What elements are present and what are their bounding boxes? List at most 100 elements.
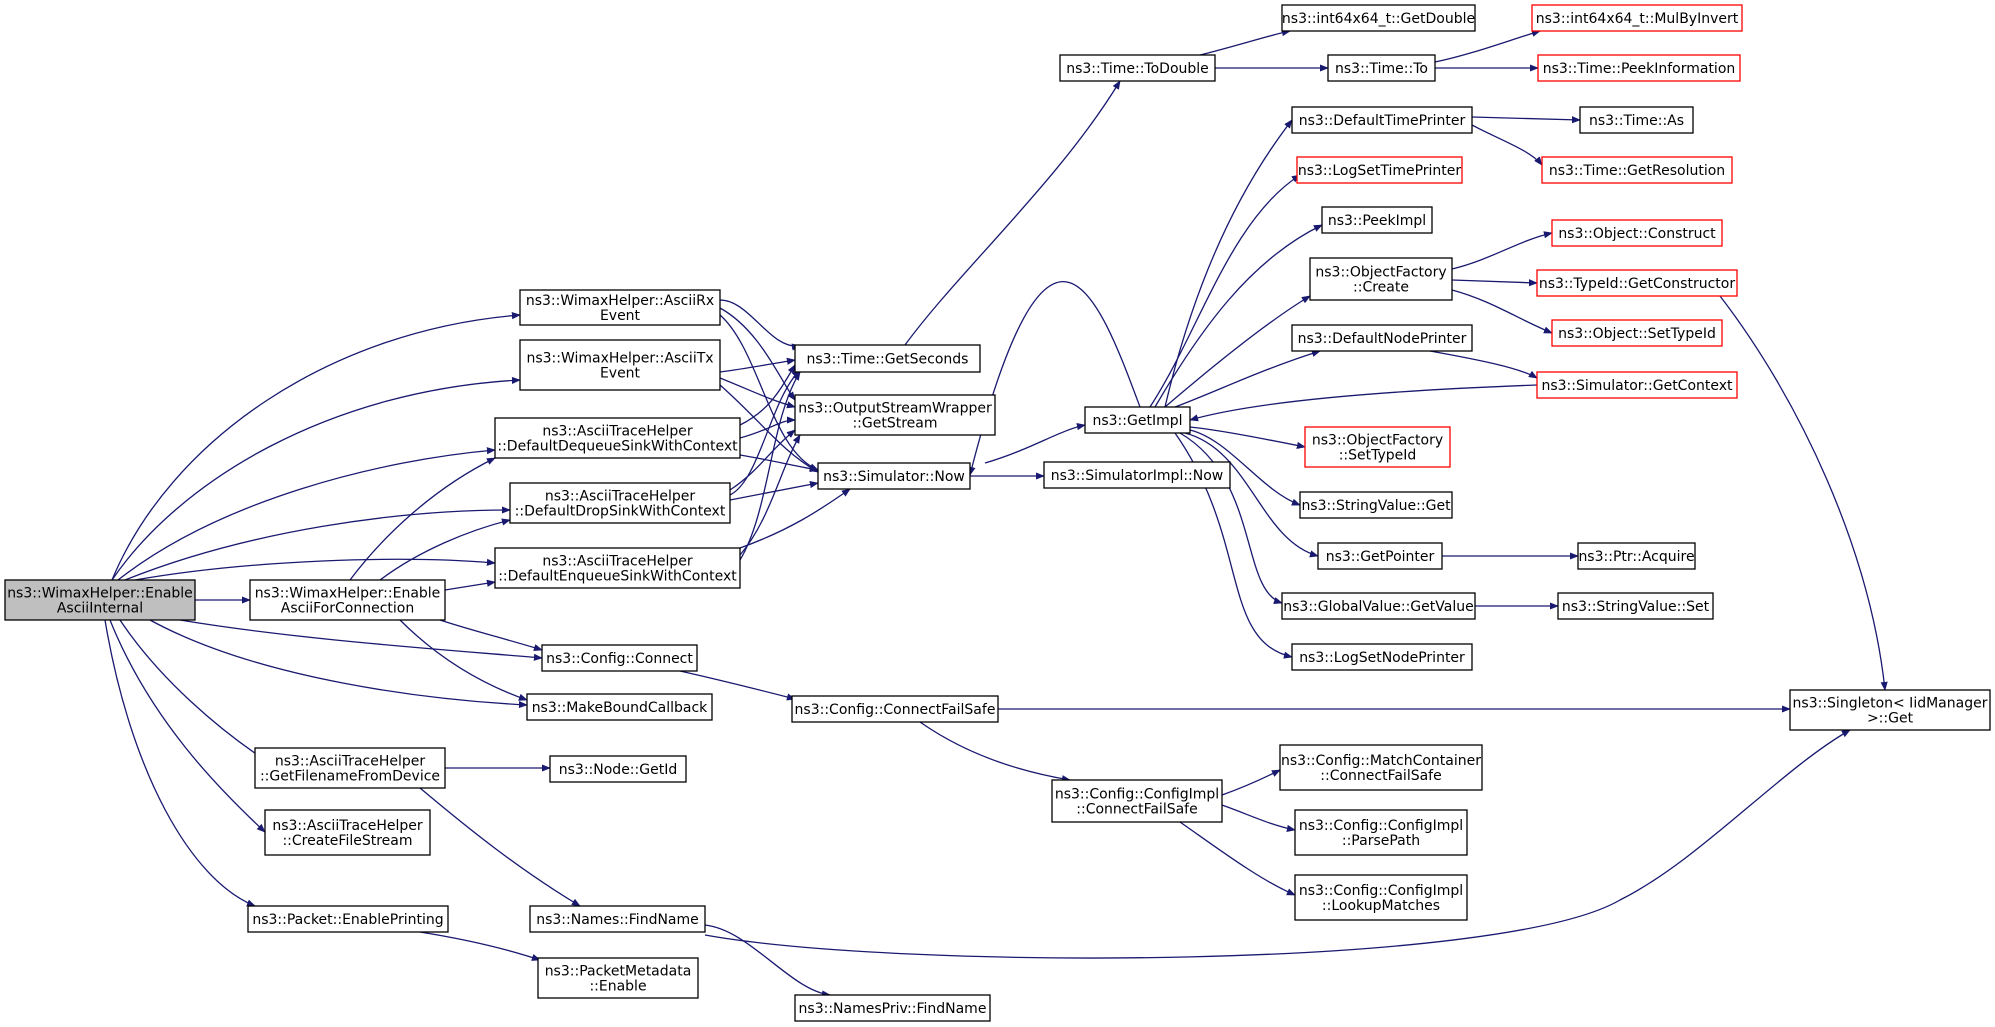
node-connectfs[interactable]: ns3::Config::ConnectFailSafe bbox=[791, 695, 999, 723]
node-box bbox=[1541, 156, 1733, 184]
call-edge bbox=[729, 481, 819, 501]
node-matchcfs[interactable]: ns3::Config::MatchContainer::ConnectFail… bbox=[1279, 744, 1483, 791]
node-enqueue[interactable]: ns3::AsciiTraceHelper::DefaultEnqueueSin… bbox=[494, 547, 741, 589]
node-simgetctx[interactable]: ns3::Simulator::GetContext bbox=[1536, 371, 1738, 399]
node-box bbox=[494, 417, 741, 459]
node-box bbox=[1051, 779, 1223, 823]
node-logsettime[interactable]: ns3::LogSetTimePrinter bbox=[1296, 156, 1463, 184]
node-globalget[interactable]: ns3::GlobalValue::GetValue bbox=[1281, 592, 1476, 620]
call-edge bbox=[1451, 231, 1553, 270]
node-label: ::Enable bbox=[589, 979, 646, 995]
node-simnow[interactable]: ns3::Simulator::Now bbox=[817, 462, 971, 490]
node-peekimpl[interactable]: ns3::PeekImpl bbox=[1321, 206, 1433, 234]
node-label: Event bbox=[600, 366, 641, 382]
node-getid[interactable]: ns3::Node::GetId bbox=[549, 755, 687, 783]
node-label: ns3::Config::ConnectFailSafe bbox=[795, 702, 996, 718]
node-singleton[interactable]: ns3::Singleton< IidManager >::Get bbox=[1789, 689, 1991, 731]
node-mulbyinv[interactable]: ns3::int64x64_t::MulByInvert bbox=[1531, 4, 1743, 32]
call-edge bbox=[719, 377, 796, 409]
call-edge bbox=[704, 924, 831, 998]
node-box bbox=[1299, 491, 1453, 519]
node-box bbox=[1579, 106, 1694, 134]
node-findname[interactable]: ns3::Names::FindName bbox=[529, 905, 706, 933]
node-objsettype[interactable]: ns3::Object::SetTypeId bbox=[1551, 319, 1723, 347]
node-defnodeprint[interactable]: ns3::DefaultNodePrinter bbox=[1291, 324, 1473, 352]
node-simimplnow[interactable]: ns3::SimulatorImpl::Now bbox=[1043, 461, 1231, 489]
node-label: ns3::Node::GetId bbox=[559, 762, 677, 778]
node-label: ns3::Config::Connect bbox=[546, 651, 693, 667]
node-label: ns3::int64x64_t::GetDouble bbox=[1282, 11, 1475, 27]
node-peekinfo[interactable]: ns3::Time::PeekInformation bbox=[1537, 54, 1741, 82]
node-parsepath[interactable]: ns3::Config::ConfigImpl::ParsePath bbox=[1294, 809, 1468, 856]
node-label: ::SetTypeId bbox=[1339, 448, 1417, 464]
call-edge bbox=[739, 488, 851, 549]
node-box bbox=[537, 957, 699, 999]
node-lookup[interactable]: ns3::Config::ConfigImpl::LookupMatches bbox=[1294, 874, 1468, 921]
node-getpointer[interactable]: ns3::GetPointer bbox=[1317, 542, 1443, 570]
node-connect[interactable]: ns3::Config::Connect bbox=[541, 644, 698, 672]
node-strvalset[interactable]: ns3::StringValue::Set bbox=[1557, 592, 1714, 620]
call-edge bbox=[1199, 29, 1291, 56]
node-label: ns3::GetImpl bbox=[1092, 413, 1182, 429]
call-edge bbox=[739, 454, 819, 473]
node-label: ::GetStream bbox=[852, 416, 937, 432]
node-label: ::DefaultEnqueueSinkWithContext bbox=[498, 569, 737, 585]
node-getfilename[interactable]: ns3::AsciiTraceHelper::GetFilenameFromDe… bbox=[254, 747, 446, 789]
node-label: ns3::ObjectFactory bbox=[1312, 433, 1443, 449]
node-getres[interactable]: ns3::Time::GetResolution bbox=[1541, 156, 1733, 184]
node-box bbox=[794, 344, 981, 373]
node-label: ns3::AsciiTraceHelper bbox=[275, 754, 426, 770]
node-box bbox=[1577, 542, 1696, 570]
node-getimpl[interactable]: ns3::GetImpl bbox=[1084, 406, 1191, 434]
call-edge bbox=[719, 384, 819, 473]
node-label: ns3::ObjectFactory bbox=[1315, 265, 1446, 281]
node-enableprint[interactable]: ns3::Packet::EnablePrinting bbox=[247, 905, 449, 933]
node-timeto[interactable]: ns3::Time::To bbox=[1327, 54, 1436, 82]
node-cfgimplcfs[interactable]: ns3::Config::ConfigImpl::ConnectFailSafe bbox=[1051, 779, 1223, 823]
node-label: ns3::StringValue::Get bbox=[1301, 498, 1451, 514]
call-edge bbox=[1434, 29, 1541, 63]
call-edge bbox=[739, 364, 796, 426]
node-privfind[interactable]: ns3::NamesPriv::FindName bbox=[794, 994, 991, 1022]
node-objfactcreate[interactable]: ns3::ObjectFactory::Create bbox=[1309, 257, 1453, 301]
node-label: ::LookupMatches bbox=[1322, 898, 1440, 914]
node-objfactsettype[interactable]: ns3::ObjectFactory::SetTypeId bbox=[1304, 426, 1451, 468]
node-createfile[interactable]: ns3::AsciiTraceHelper::CreateFileStream bbox=[264, 809, 431, 856]
node-timeas[interactable]: ns3::Time::As bbox=[1579, 106, 1694, 134]
node-strvalget[interactable]: ns3::StringValue::Get bbox=[1299, 491, 1453, 519]
node-label: ::ConnectFailSafe bbox=[1076, 802, 1197, 818]
node-getdouble[interactable]: ns3::int64x64_t::GetDouble bbox=[1281, 4, 1476, 32]
node-getstream[interactable]: ns3::OutputStreamWrapper::GetStream bbox=[794, 394, 996, 436]
node-pmenable[interactable]: ns3::PacketMetadata::Enable bbox=[537, 957, 699, 999]
node-typeidgetctor[interactable]: ns3::TypeId::GetConstructor bbox=[1536, 269, 1738, 297]
node-box bbox=[1291, 324, 1473, 352]
node-box bbox=[1551, 219, 1723, 247]
node-deftimeprint[interactable]: ns3::DefaultTimePrinter bbox=[1291, 106, 1473, 134]
call-edge bbox=[1149, 174, 1301, 408]
node-enableconn[interactable]: ns3::WimaxHelper::EnableAsciiForConnecti… bbox=[249, 579, 446, 621]
node-todouble[interactable]: ns3::Time::ToDouble bbox=[1059, 54, 1216, 82]
node-label: ns3::Object::Construct bbox=[1558, 226, 1716, 242]
node-label: ::ParsePath bbox=[1342, 833, 1420, 849]
node-box bbox=[1084, 406, 1191, 434]
call-edge bbox=[1221, 804, 1296, 832]
node-label: ns3::Simulator::Now bbox=[823, 469, 965, 485]
node-dequeue[interactable]: ns3::AsciiTraceHelper::DefaultDequeueSin… bbox=[494, 417, 741, 459]
node-box bbox=[541, 644, 698, 672]
node-box bbox=[1317, 542, 1443, 570]
node-ptracquire[interactable]: ns3::Ptr::Acquire bbox=[1577, 542, 1696, 570]
node-label: ::DefaultDropSinkWithContext bbox=[515, 504, 726, 520]
node-label: ns3::Ptr::Acquire bbox=[1578, 549, 1694, 565]
node-getseconds[interactable]: ns3::Time::GetSeconds bbox=[794, 344, 981, 373]
node-label: ::Create bbox=[1353, 280, 1409, 296]
node-logsetnode[interactable]: ns3::LogSetNodePrinter bbox=[1291, 643, 1473, 671]
call-edge bbox=[379, 518, 511, 581]
node-makebound[interactable]: ns3::MakeBoundCallback bbox=[526, 693, 713, 721]
call-edge bbox=[904, 80, 1121, 346]
node-objconstruct[interactable]: ns3::Object::Construct bbox=[1551, 219, 1723, 247]
node-label: ns3::AsciiTraceHelper bbox=[545, 489, 696, 505]
node-drop[interactable]: ns3::AsciiTraceHelper::DefaultDropSinkWi… bbox=[509, 482, 731, 524]
